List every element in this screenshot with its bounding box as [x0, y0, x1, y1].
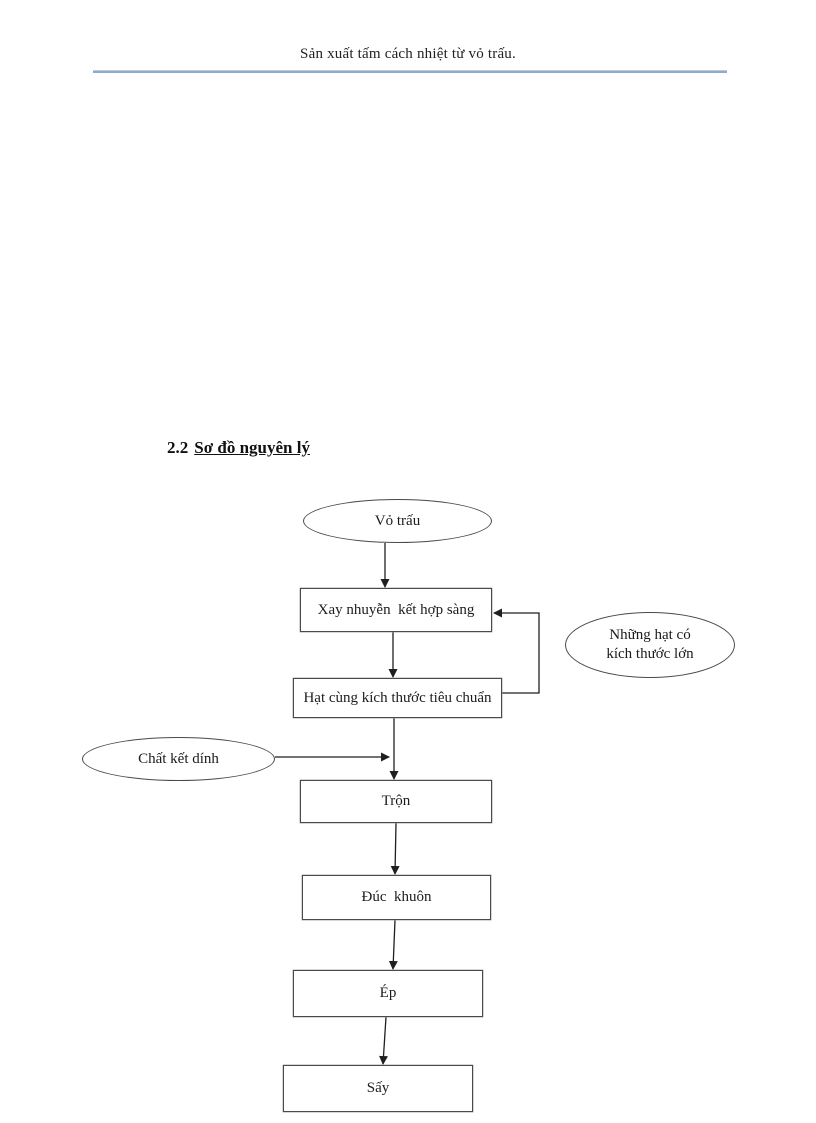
section-heading: 2.2 Sơ đồ nguyên lý — [167, 438, 310, 458]
page-header-title: Sản xuất tấm cách nhiệt từ vỏ trấu. — [300, 46, 516, 62]
node-label: Chất kết dính — [138, 750, 219, 767]
section-number: 2.2 — [167, 438, 189, 457]
node-xay-nhuyen-ket-hop-sang: Xay nhuyễn kết hợp sàng — [300, 588, 492, 632]
node-label: Ép — [379, 985, 397, 1002]
node-tron: Trộn — [300, 780, 492, 823]
node-vo-trau: Vỏ trấu — [303, 499, 492, 543]
node-label: Đúc khuôn — [361, 889, 432, 906]
node-label: Vỏ trấu — [374, 512, 421, 529]
node-label: Xay nhuyễn kết hợp sàng — [317, 601, 475, 618]
node-label: Hạt cùng kích thước tiêu chuẩn — [303, 689, 492, 706]
node-ep: Ép — [293, 970, 483, 1017]
node-label: Sấy — [366, 1080, 390, 1097]
node-hat-cung-kich-thuoc-tieu-chuan: Hạt cùng kích thước tiêu chuẩn — [293, 678, 502, 718]
section-title: Sơ đồ nguyên lý — [194, 438, 310, 457]
arrow-ep-to-say — [379, 1016, 389, 1065]
node-label: Trộn — [381, 793, 411, 810]
arrow-tron-to-duckhuon — [390, 822, 400, 875]
header-divider — [93, 70, 727, 73]
node-chat-ket-dinh: Chất kết dính — [82, 737, 275, 781]
arrow-duckhuon-to-ep — [388, 919, 398, 970]
node-duc-khuon: Đúc khuôn — [302, 875, 491, 920]
node-say: Sấy — [283, 1065, 473, 1112]
node-nhung-hat-co-kich-thuoc-lon: Những hạt có kích thước lớn — [565, 612, 735, 678]
node-label: Những hạt có kích thước lớn — [606, 627, 694, 662]
